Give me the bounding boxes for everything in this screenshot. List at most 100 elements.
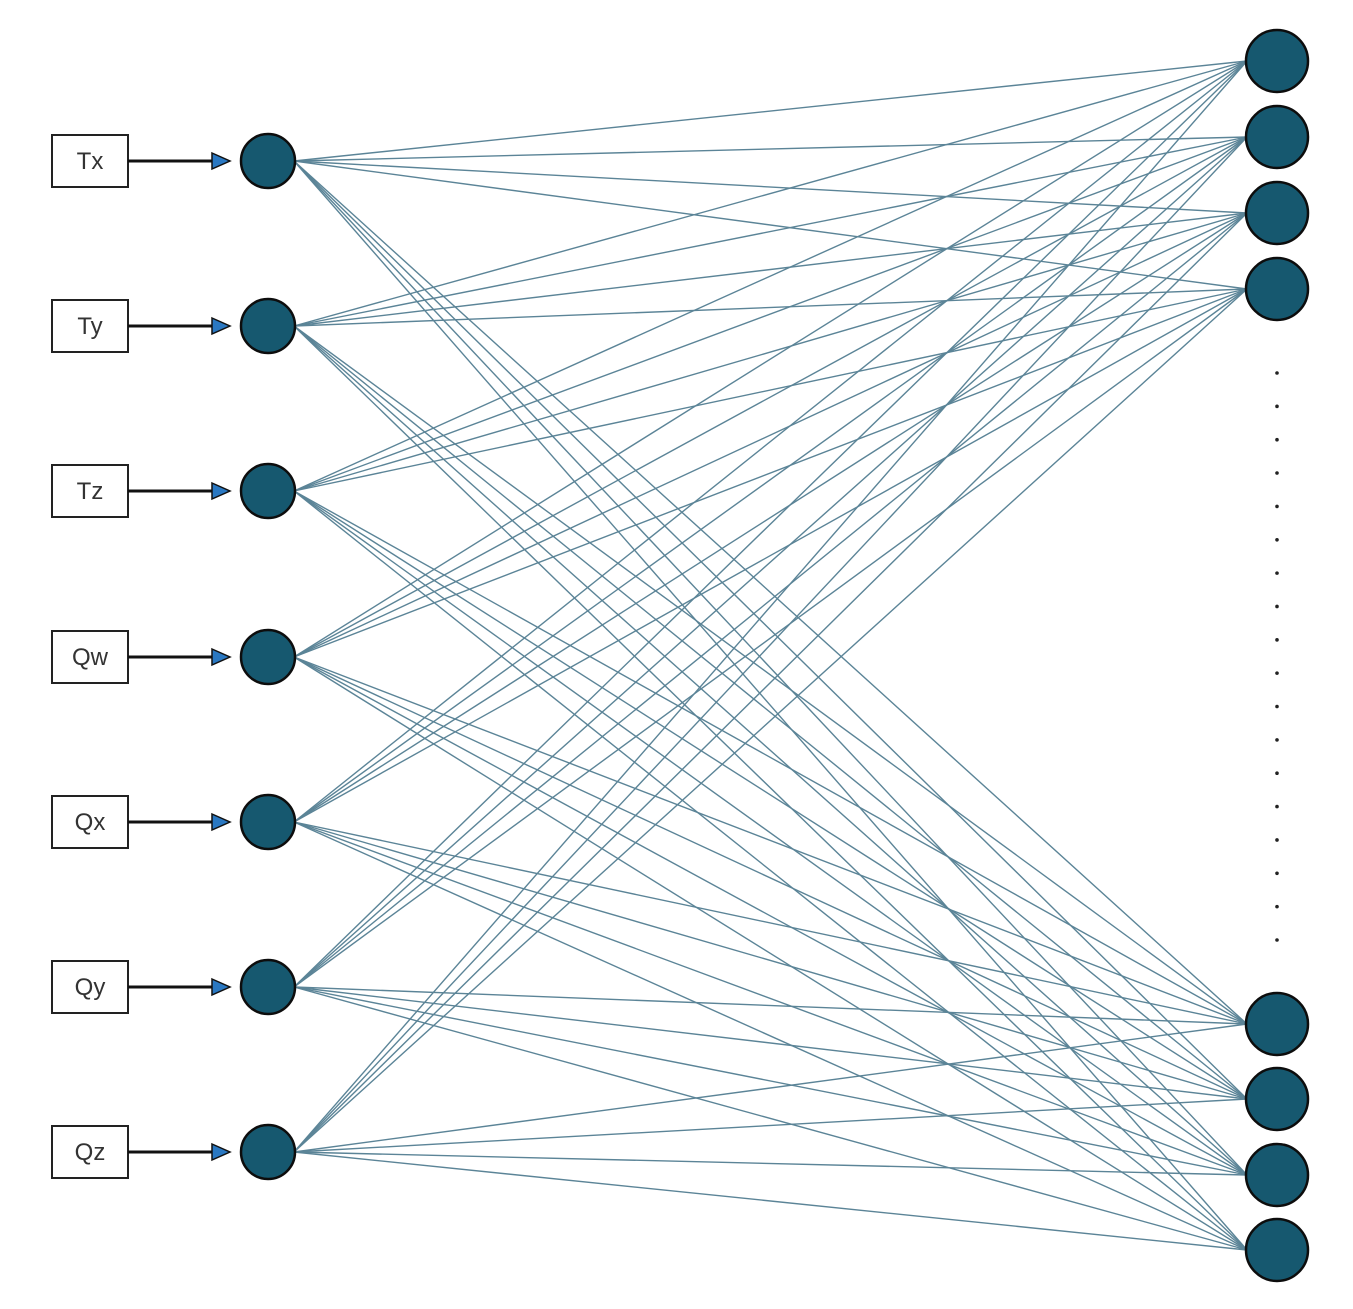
ellipsis-dot [1275,537,1279,542]
connection-edge [293,1023,1248,1153]
output-node [1244,180,1310,246]
ellipsis-dot [1275,871,1279,876]
connection-edge [293,490,1248,1025]
input-node [239,628,297,686]
connection-edge [293,325,1248,1176]
ellipsis-dot [1275,471,1279,475]
ellipsis-dot [1275,771,1279,776]
ellipsis-dot [1275,704,1279,709]
ellipsis-dot [1275,437,1279,442]
input-box-qz: Qz [51,1125,129,1179]
input-box-frame [51,464,129,518]
connection-edge [293,160,1248,214]
ellipsis-dot [1275,904,1279,909]
connection-edge [293,1151,1248,1251]
connection-edge [293,325,1248,1251]
output-node [1244,991,1310,1057]
ellipsis-dot [1275,804,1279,809]
connection-edge [293,288,1248,823]
connection-edge [293,986,1248,1176]
input-label: Tx [77,148,104,175]
connection-edge [293,212,1248,658]
arrow-head-icon [211,481,232,501]
connection-edge [293,212,1248,1153]
input-node [239,793,297,851]
connection-edge [293,136,1248,658]
ellipsis-dot [1275,571,1279,575]
connection-edge [293,288,1248,658]
connection-edge [293,656,1248,1176]
output-node [1244,28,1310,94]
arrow-head-icon [211,647,232,667]
connection-edge [293,212,1248,988]
input-nodes [239,132,297,1181]
connection-edge [293,986,1248,1025]
input-label: Tz [77,478,104,505]
connection-edge [293,288,1248,1153]
connection-edge [293,136,1248,492]
output-node [1244,1217,1310,1283]
connection-edge [293,136,1248,823]
input-box-qy: Qy [51,960,129,1014]
input-node [239,1123,297,1181]
ellipsis-dot [1275,938,1279,942]
connection-edge [293,288,1248,988]
connection-edge [293,986,1248,1100]
input-label: Qz [75,1139,106,1166]
connection-edge [293,212,1248,823]
connection-edge [293,288,1248,327]
connection-edge [293,212,1248,327]
connection-edge [293,656,1248,1251]
connection-edge [293,821,1248,1176]
output-node [1244,104,1310,170]
connection-edge [293,60,1248,658]
connection-edge [293,136,1248,1153]
connection-edge [293,490,1248,1176]
input-box-tz: Tz [51,464,129,518]
connection-edge [293,325,1248,1100]
connection-edge [293,160,1248,1025]
input-label: Qw [72,644,109,671]
connection-edge [293,136,1248,162]
connection-edge [293,986,1248,1251]
input-box-frame [51,1125,129,1179]
arrow-head-icon [211,316,232,336]
input-node [239,132,297,190]
input-box-qx: Qx [51,795,129,849]
input-label: Qx [75,809,106,836]
output-node [1244,1142,1310,1208]
input-box-frame [51,960,129,1014]
connection-edge [293,490,1248,1100]
arrow-head-icon [211,151,232,171]
connection-edge [293,160,1248,290]
ellipsis-dot [1275,738,1279,742]
ellipsis-dot [1275,404,1279,409]
ellipsis-dot [1275,371,1279,375]
connection-edge [293,60,1248,1153]
output-node [1244,1066,1310,1132]
connection-edge [293,60,1248,162]
connection-edge [293,821,1248,1251]
arrow-head-icon [211,977,232,997]
connection-edge [293,136,1248,988]
connection-edge [293,1098,1248,1153]
connection-edge [293,490,1248,1251]
input-node [239,958,297,1016]
output-layer [1244,28,1310,1283]
connection-edge [293,821,1248,1100]
ellipsis-dot [1275,504,1279,509]
input-box-ty: Ty [51,299,129,353]
connection-edge [293,136,1248,327]
connection-edge [293,656,1248,1025]
connection-edge [293,1151,1248,1176]
input-box-qw: Qw [51,630,129,684]
connection-edge [293,288,1248,492]
connection-edge [293,212,1248,492]
connection-edge [293,160,1248,1251]
ellipsis-dot [1275,604,1279,609]
connection-edge [293,60,1248,327]
ellipsis-dot [1275,838,1279,842]
connection-edge [293,60,1248,492]
input-box-tx: Tx [51,134,129,188]
